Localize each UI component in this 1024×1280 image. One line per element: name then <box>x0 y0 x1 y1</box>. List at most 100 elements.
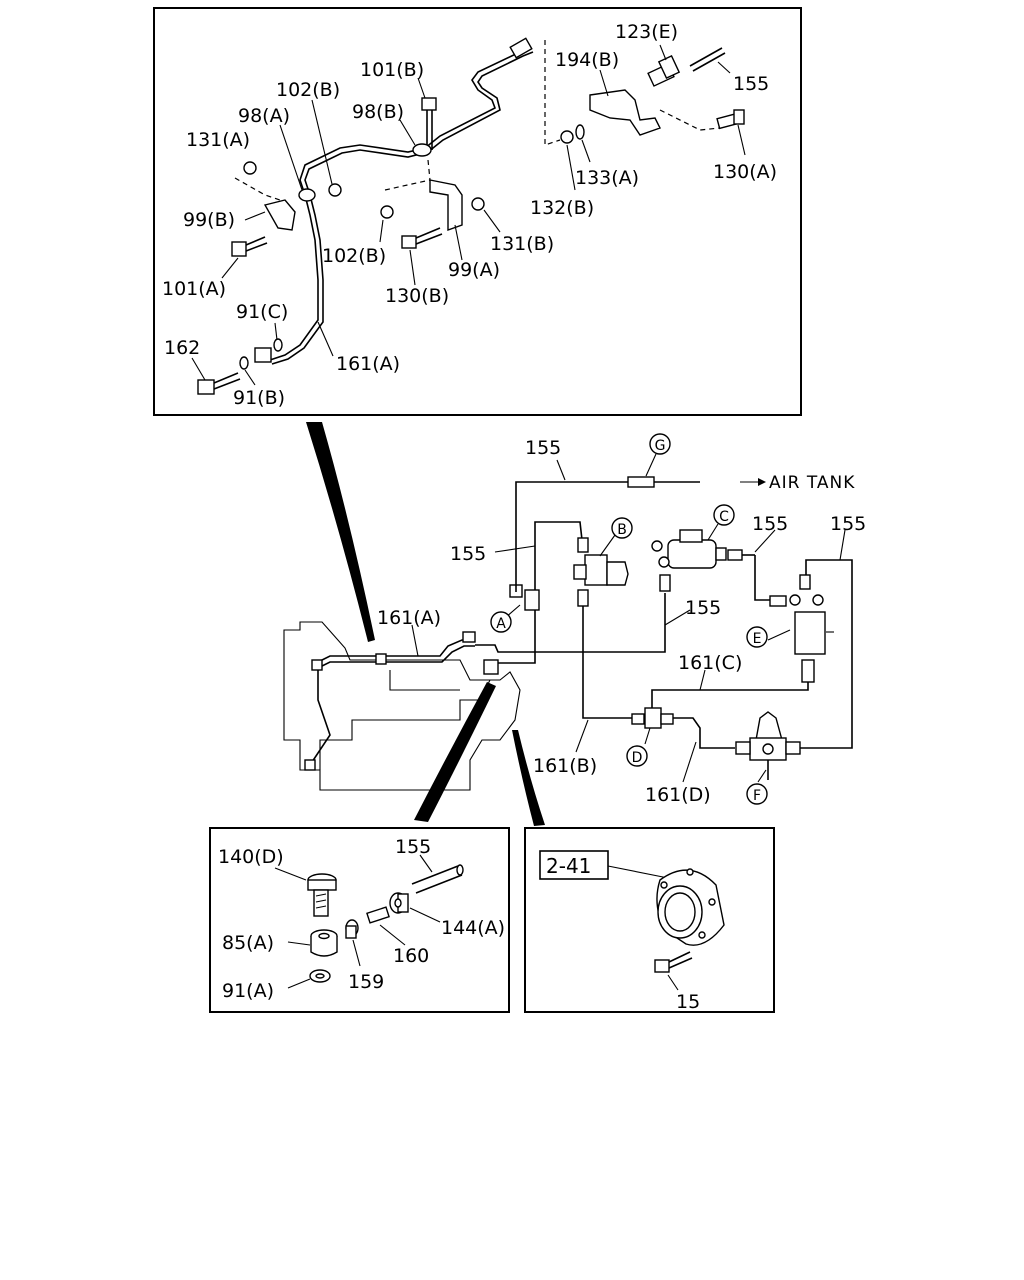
fitting-mid <box>375 653 387 665</box>
pipe-155-to-e <box>475 593 666 653</box>
bolt-15 <box>654 951 693 991</box>
bolt-130a <box>716 109 746 156</box>
valve-e <box>769 574 834 683</box>
callout-line-e <box>767 629 791 641</box>
pipe-161a-main <box>317 639 475 663</box>
callout-circle-d <box>626 745 648 767</box>
label-102b-mid: 102(B) <box>322 245 386 267</box>
fitting-a <box>509 584 540 611</box>
callout-e: E <box>753 631 762 647</box>
callout-circle-e <box>746 626 768 648</box>
washer-91a <box>287 969 331 989</box>
callout-g: G <box>655 438 666 454</box>
nut-131b <box>471 197 485 211</box>
callout-circle-a <box>490 611 512 633</box>
callout-line-c <box>707 523 719 541</box>
label-155-top-detail: 155 <box>733 73 769 95</box>
washer-133a <box>575 124 585 140</box>
label-162: 162 <box>164 337 200 359</box>
reference-box <box>539 850 609 880</box>
pipe-155-right <box>800 559 853 749</box>
top-detail-panel: 123(E) 194(B) 155 101(B) 102(B) 98(A) 98… <box>153 7 802 416</box>
label-91b: 91(B) <box>233 387 285 409</box>
label-131b: 131(B) <box>490 233 554 255</box>
guide-line-3 <box>384 159 431 191</box>
washer-91b <box>239 356 249 370</box>
zoom-wedge-bottom-right <box>512 730 545 826</box>
banjo-fitting <box>254 347 272 363</box>
clip-98b <box>412 143 432 157</box>
fitting-123e <box>647 44 681 87</box>
bottom-left-frame <box>209 827 510 1013</box>
washer-91c <box>273 338 283 352</box>
pipe-end-fitting <box>509 37 533 59</box>
main-diagram: A B C D E F G 155 AIR TANK 155 155 155 1… <box>283 433 866 806</box>
label-91c: 91(C) <box>236 301 288 323</box>
callout-line-g <box>645 453 657 477</box>
fitting-g <box>627 476 655 488</box>
label-123e: 123(E) <box>615 21 678 43</box>
label-155-right: 155 <box>830 513 866 535</box>
callout-f: F <box>753 788 761 804</box>
valve-b <box>573 537 629 660</box>
leader-161a <box>411 624 419 657</box>
nut-132b <box>560 130 574 144</box>
pipe-161c <box>651 682 809 712</box>
valve-f <box>735 711 801 780</box>
leader-155-left <box>494 545 536 553</box>
bolt-140d <box>274 867 337 917</box>
pipe-161b <box>582 660 635 719</box>
leader-155-right <box>839 529 846 561</box>
label-15: 15 <box>676 991 700 1013</box>
fitting-housing <box>483 659 499 675</box>
nut-102b-top <box>328 183 342 197</box>
label-131a: 131(A) <box>186 129 250 151</box>
callout-line-b <box>599 534 616 557</box>
label-161a-top: 161(A) <box>336 353 400 375</box>
pipe-161d <box>673 717 735 749</box>
pipe-161a <box>269 47 531 361</box>
fitting-top <box>462 631 476 643</box>
nut-131a <box>243 161 257 175</box>
leader-161d <box>682 741 697 783</box>
top-detail-frame <box>153 7 802 416</box>
callout-d: D <box>632 750 643 766</box>
label-155-c: 155 <box>752 513 788 535</box>
fitting-left <box>311 659 323 671</box>
bolt-101a <box>221 236 268 279</box>
callout-c: C <box>719 509 729 525</box>
callout-a: A <box>496 616 506 632</box>
label-99b: 99(B) <box>183 209 235 231</box>
bracket-194b <box>589 89 661 136</box>
bolt-162 <box>191 357 241 395</box>
leader-155-c <box>754 529 776 553</box>
label-155-mid: 155 <box>685 597 721 619</box>
label-air-tank: AIR TANK <box>769 473 855 493</box>
zoom-wedge-top <box>306 422 375 642</box>
label-99a: 99(A) <box>448 259 500 281</box>
callout-circle-g <box>649 433 671 455</box>
label-130a: 130(A) <box>713 161 777 183</box>
label-159: 159 <box>348 971 384 993</box>
label-ref: 2-41 <box>546 854 591 878</box>
label-133a: 133(A) <box>575 167 639 189</box>
bracket-99a <box>429 179 463 231</box>
label-98a: 98(A) <box>238 105 290 127</box>
bolt-130b <box>401 227 443 286</box>
callout-line-f <box>757 769 767 783</box>
fitting-bottom-left <box>304 759 316 771</box>
housing-inner-line-2 <box>389 670 460 691</box>
label-91a: 91(A) <box>222 980 274 1002</box>
bottom-left-detail-panel: 140(D) 155 85(A) 144(A) 160 91(A) 159 <box>209 827 510 1013</box>
housing-inner-line <box>319 679 491 770</box>
label-144a: 144(A) <box>441 917 505 939</box>
label-132b: 132(B) <box>530 197 594 219</box>
label-155-bl: 155 <box>395 836 431 858</box>
callout-circle-b <box>611 517 633 539</box>
callout-line-d <box>644 727 651 745</box>
pipe-161a-edge <box>271 51 534 365</box>
sleeve-159 <box>345 919 361 967</box>
banjo-85a <box>287 929 338 957</box>
